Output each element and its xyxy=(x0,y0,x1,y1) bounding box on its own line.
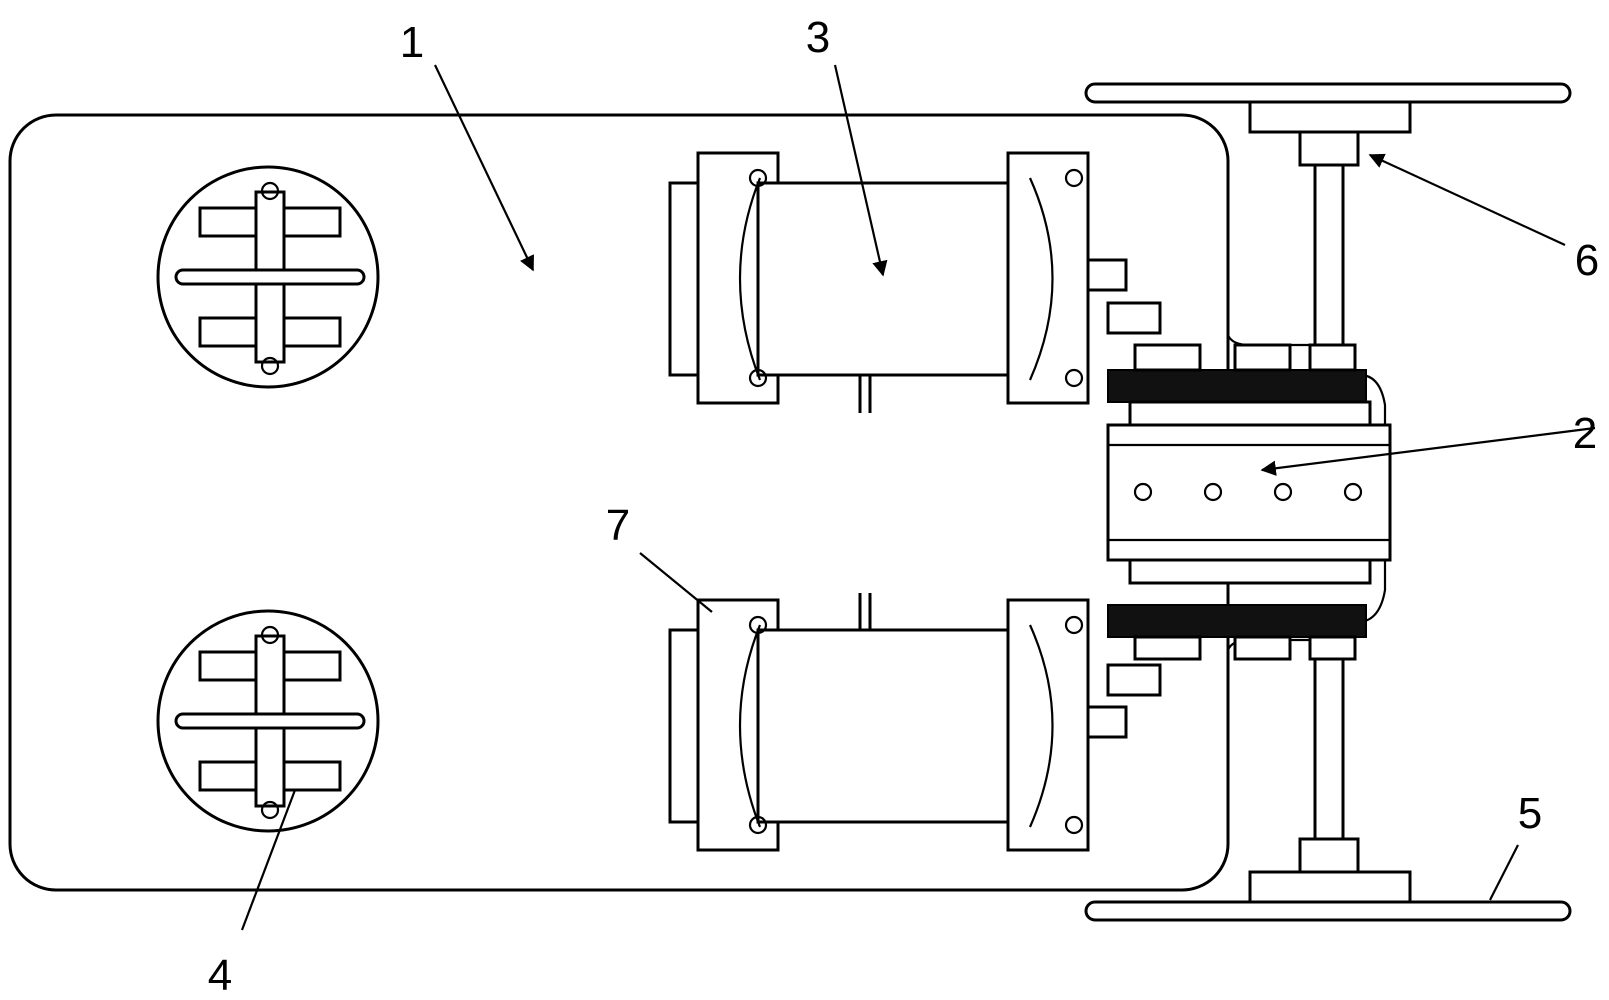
callout-7: 7 xyxy=(606,501,630,550)
motor-bottom xyxy=(668,593,1162,852)
axle-top xyxy=(1084,82,1572,347)
leader-lines xyxy=(240,64,1596,931)
callout-1: 1 xyxy=(400,18,424,67)
axle-bottom xyxy=(1084,657,1572,922)
callout-5: 5 xyxy=(1518,789,1542,838)
caster-wheel-top xyxy=(156,165,380,389)
caster-wheel-bottom xyxy=(156,609,380,833)
callout-6: 6 xyxy=(1575,236,1599,285)
callout-3: 3 xyxy=(806,13,830,62)
motor-top xyxy=(668,151,1162,413)
callout-4: 4 xyxy=(208,951,232,1000)
gear-box xyxy=(1106,334,1392,661)
callout-2: 2 xyxy=(1573,409,1597,458)
